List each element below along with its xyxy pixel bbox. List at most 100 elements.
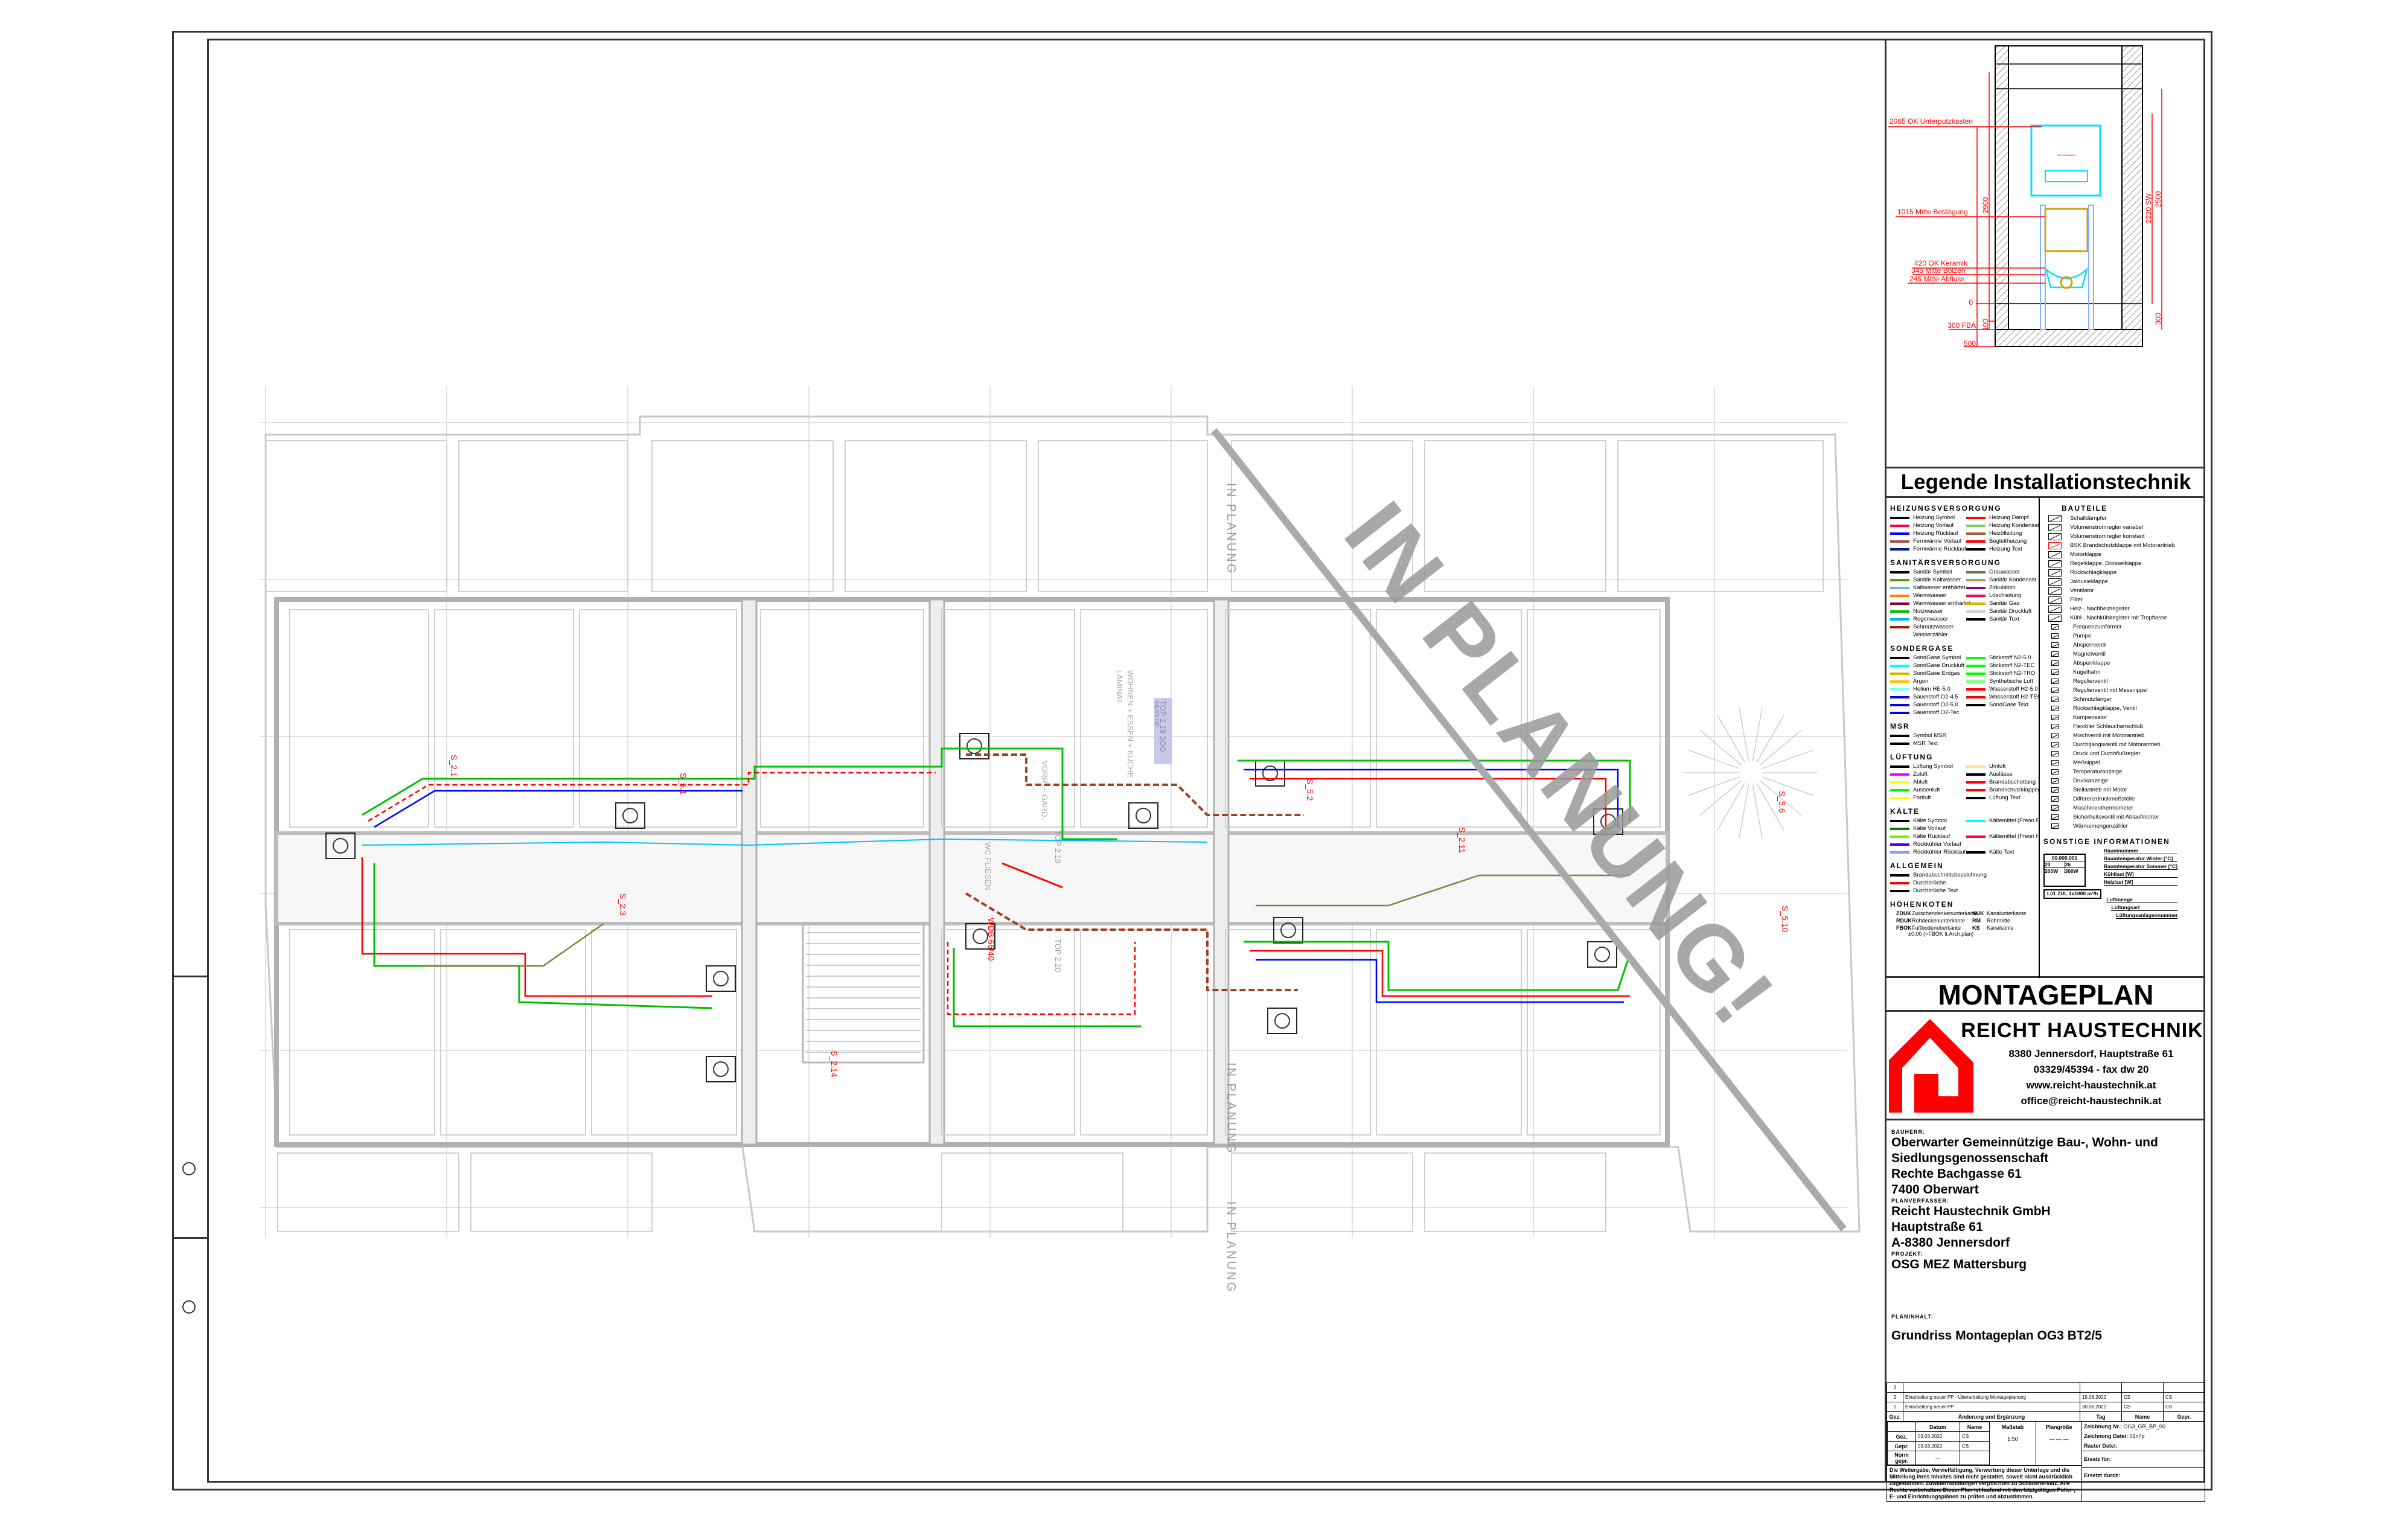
pipe-line <box>368 772 936 822</box>
radial-symbol <box>1699 729 1742 765</box>
wall <box>289 609 429 828</box>
radial-symbol <box>1752 707 1763 761</box>
line-swatch <box>1966 695 1985 698</box>
line-swatch <box>1890 578 1909 581</box>
radial-symbol <box>1756 715 1784 763</box>
fixture <box>713 1061 729 1077</box>
wall <box>591 929 737 1136</box>
legend-item-label: Fortluft <box>1913 794 1931 801</box>
company-email[interactable]: office@reicht-haustechnik.at <box>2021 1095 2162 1107</box>
component-legend-item: Regelklappe, Drosselklappe <box>2043 560 2205 567</box>
line-swatch <box>1890 548 1909 551</box>
radial-symbol <box>1759 729 1802 765</box>
company-website[interactable]: www.reicht-haustechnik.at <box>2026 1079 2156 1091</box>
radial-symbol <box>1739 784 1749 839</box>
line-swatch <box>1966 540 1985 543</box>
component-symbol-icon <box>2051 724 2059 729</box>
wall <box>1617 440 1824 592</box>
line-swatch <box>1890 688 1909 691</box>
pipe-line <box>953 948 1141 1027</box>
line-swatch <box>1890 881 1909 884</box>
legend-item-label: Sanitär Kaltwasser <box>1913 577 1961 583</box>
wall <box>277 1152 459 1232</box>
rev-header-date: Tag <box>2080 1411 2122 1422</box>
gez-date: 03.03.2022 <box>1915 1431 1961 1442</box>
project-info: BAUHERR: Oberwarter Gemeinnützige Bau-, … <box>1886 1120 2205 1382</box>
legend-item-label: Durchbrüche Text <box>1913 887 1958 894</box>
legend-item-label: Sauerstoff O2-4.5 <box>1913 694 1958 700</box>
legend-item: Durchbrüche Text <box>1890 887 1963 894</box>
wall <box>941 929 1075 1136</box>
legend-item: Wasserstoff H2-5.0 <box>1966 686 2039 692</box>
line-swatch <box>1890 618 1909 621</box>
fixture <box>966 738 982 754</box>
legend-item-label: Kältemittel (Freon Flüssiggas) <box>1989 817 2040 824</box>
pipe-line <box>1256 959 1624 1003</box>
line-swatch <box>1890 835 1909 838</box>
legend-item-label: Heizung Kondensat <box>1989 522 2039 529</box>
radial-symbol <box>1762 776 1813 796</box>
component-symbol-icon <box>2048 614 2062 622</box>
legend-item-label: Heizung Rücklauf <box>1913 530 1958 537</box>
legend-item-label: Kältemittel (Freon Heissgas) <box>1989 833 2040 840</box>
legend-item: SondGase Text <box>1966 701 2039 708</box>
dimension-label: 2065 OK Unterputzkasten <box>1890 117 1973 126</box>
legend-item <box>1966 841 2039 848</box>
component-legend-item: Absperrklappe <box>2043 659 2205 667</box>
component-legend-item: Jalousieklappe <box>2043 578 2205 586</box>
company-logo-house <box>1889 1019 1973 1113</box>
line-swatch <box>1966 656 1985 659</box>
legend-item: Synthetische Luft <box>1966 678 2039 685</box>
rev-date: 15.08.2022 <box>2080 1392 2122 1402</box>
component-legend-item: Ventilator <box>2043 587 2205 595</box>
legend-item: Rückkühler Rücklauf <box>1890 849 1966 855</box>
wall <box>1267 1008 1297 1034</box>
watermark-line <box>1211 428 1847 1232</box>
line-swatch <box>1966 626 1985 628</box>
shaft-label: S_5.10 <box>1780 906 1790 933</box>
planverfasser-label: PLANVERFASSER: <box>1891 1198 1950 1204</box>
sheet-border-inner <box>207 39 2205 1483</box>
legend-item: Stickstoff N2-5.0 <box>1966 654 2039 661</box>
component-label: Jalousieklappe <box>2070 578 2108 585</box>
rev-text <box>1903 1382 2080 1393</box>
arrow-label-top: TOP 2.19 <box>1053 830 1062 864</box>
line-swatch <box>1966 828 1985 830</box>
vent-box: L01 ZUL 1x1000 m³/h <box>2043 889 2102 899</box>
component-label: Rückschlagklappe, Ventil <box>2073 705 2137 712</box>
line-swatch <box>1966 532 1985 535</box>
component-legend-item: Regulierventil <box>2043 677 2205 685</box>
floor-plan-drawing <box>260 386 1861 1238</box>
wohnungsstation-box <box>2030 124 2101 197</box>
component-legend-item: Volumenstromregler konstant <box>2043 532 2205 540</box>
wall <box>1593 808 1623 835</box>
legend-item: Sanitär Kaltwasser <box>1890 577 1963 583</box>
line-swatch <box>1890 524 1909 527</box>
legend-item-label: Brandschutzklappen <box>1989 787 2040 793</box>
legend-item: Kaltwasser enthärtet <box>1890 584 1966 591</box>
pipe-line <box>965 892 1298 991</box>
legend-item-label: Nutzwasser <box>1913 608 1943 615</box>
wall <box>1231 440 1413 592</box>
component-label: Sicherheitsventil mit Ablauftrichter <box>2073 814 2159 820</box>
radial-symbol <box>1688 776 1740 796</box>
component-label: Magnetventil <box>2073 651 2106 657</box>
component-legend-item: Filter <box>2043 596 2205 604</box>
component-symbol-icon <box>2051 642 2059 648</box>
component-symbol-icon <box>2048 551 2062 558</box>
col-name: Name <box>1960 1422 1990 1432</box>
legend-item: Helium HE-5.0 <box>1890 686 1963 692</box>
component-symbol-icon <box>2051 787 2059 793</box>
line-swatch <box>1890 781 1909 784</box>
norm-date: — <box>1915 1451 1961 1465</box>
shaft-label: S_5.6 <box>1777 791 1787 813</box>
wall <box>579 609 737 828</box>
component-label: Volumenstromregler konstant <box>2070 533 2145 540</box>
